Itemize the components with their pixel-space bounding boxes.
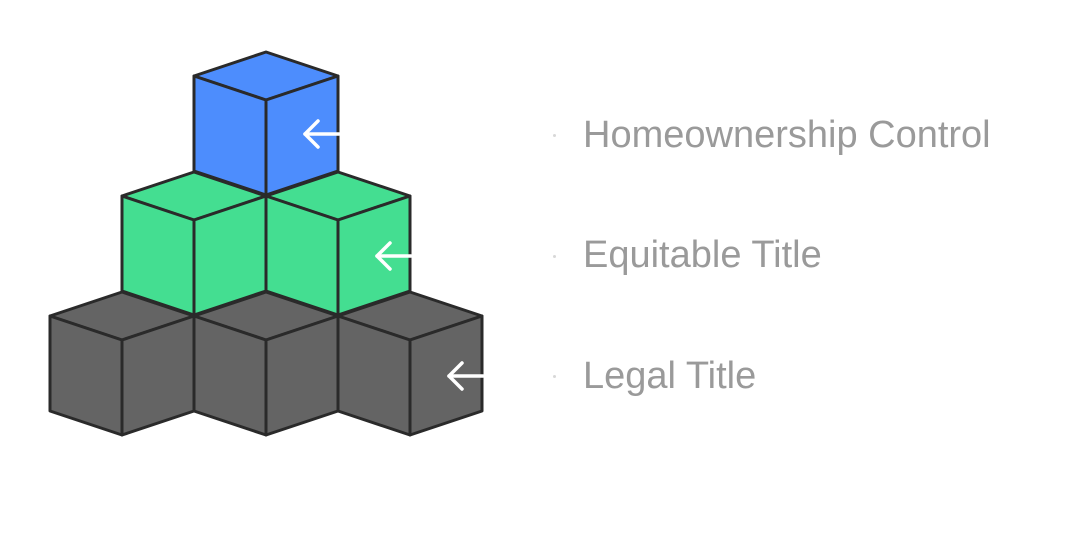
cube-bottom-left-gray — [48, 290, 196, 437]
arrow-left-icon — [375, 241, 413, 271]
cube-bottom-center-gray — [192, 290, 340, 437]
label-legal-title: Legal Title — [583, 355, 757, 397]
arrow-left-icon — [447, 361, 485, 391]
label-marker-bottom — [553, 375, 556, 378]
cube-middle-right-green — [264, 170, 412, 317]
cube-bottom-right-gray — [336, 290, 484, 437]
cube-right-face — [408, 314, 484, 437]
label-equitable-title: Equitable Title — [583, 234, 822, 276]
arrow-left-icon — [303, 119, 341, 149]
label-homeownership-control: Homeownership Control — [583, 114, 991, 156]
cube-top-blue — [192, 50, 340, 197]
cube-middle-left-green — [120, 170, 268, 317]
label-marker-middle — [553, 255, 556, 258]
label-marker-top — [553, 134, 556, 137]
